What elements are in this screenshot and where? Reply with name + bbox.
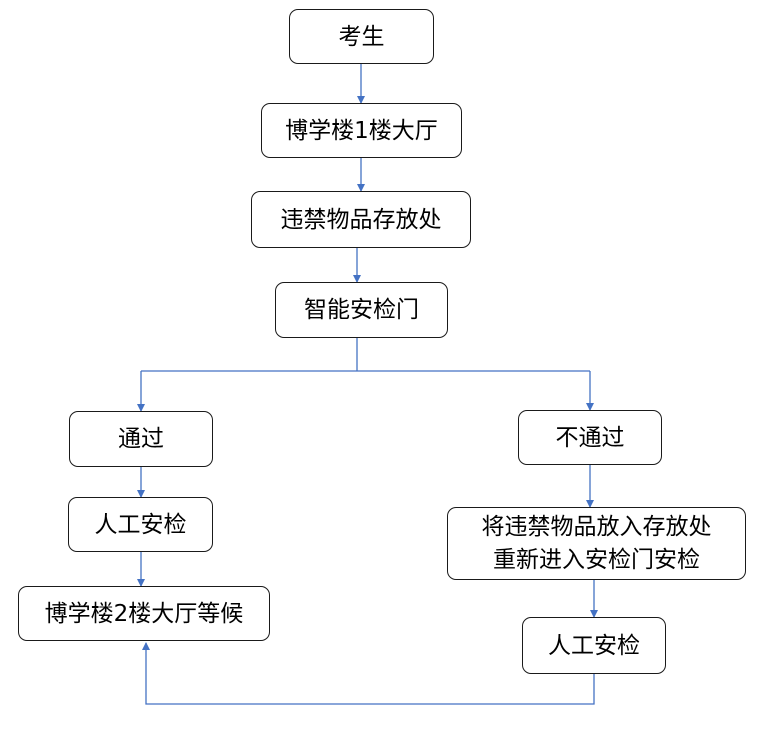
node-manual-left: 人工安检 (68, 497, 213, 552)
node-pass-label: 通过 (118, 426, 164, 452)
node-wait-2f-label: 博学楼2楼大厅等候 (44, 600, 244, 627)
node-smart-gate: 智能安检门 (275, 282, 448, 338)
arrow-manual-right-to-wait (142, 642, 595, 705)
node-wait-2f: 博学楼2楼大厅等候 (18, 586, 270, 641)
node-hall-1f-label: 博学楼1楼大厅 (285, 117, 438, 144)
node-store-reenter-line2: 重新进入安检门安检 (493, 546, 700, 573)
node-smart-gate-label: 智能安检门 (304, 297, 419, 323)
node-store-reenter-line1: 将违禁物品放入存放处 (481, 513, 712, 540)
node-manual-right-label: 人工安检 (548, 632, 640, 659)
node-store-reenter: 将违禁物品放入存放处 重新进入安检门安检 (447, 507, 746, 580)
node-fail: 不通过 (518, 410, 662, 465)
node-hall-1f: 博学楼1楼大厅 (261, 103, 462, 158)
node-storage-label: 违禁物品存放处 (280, 206, 442, 233)
node-fail-label: 不通过 (555, 424, 625, 451)
node-manual-left-label: 人工安检 (94, 511, 187, 538)
node-examinee: 考生 (289, 9, 434, 64)
node-manual-right: 人工安检 (522, 617, 666, 674)
node-pass: 通过 (69, 411, 213, 467)
node-examinee-label: 考生 (338, 23, 385, 50)
node-storage: 违禁物品存放处 (251, 191, 471, 248)
